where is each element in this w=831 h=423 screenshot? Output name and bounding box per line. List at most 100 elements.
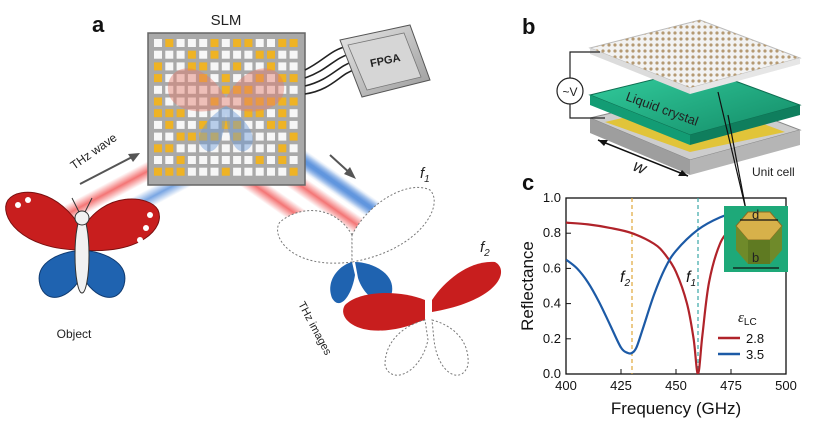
slm-pixel: [221, 74, 230, 83]
f1-marker-label: f1: [686, 269, 696, 289]
slm-pixel: [187, 97, 196, 106]
slm-pixel: [278, 85, 287, 94]
y-axis-label: Reflectance: [518, 241, 537, 331]
slm-pixel: [176, 156, 185, 164]
slm-pixel: [187, 156, 196, 164]
slm-pixel: [255, 62, 264, 71]
slm-pixel: [199, 50, 208, 59]
slm-pixel: [176, 74, 185, 83]
slm-pixel: [278, 62, 287, 71]
slm-pixel: [278, 97, 287, 106]
slm-pixel: [187, 120, 196, 129]
slm-pixel: [165, 74, 174, 83]
x-tick-label: 475: [720, 378, 742, 393]
inset-d-label: d: [752, 207, 759, 222]
slm-pixel: [199, 62, 208, 71]
slm-pixel: [165, 156, 174, 164]
inset-b-label: b: [752, 250, 759, 265]
slm-pixel: [267, 144, 275, 153]
slm-pixel: [154, 132, 162, 141]
slm-pixel: [278, 167, 287, 176]
reflected-arrow-icon: [329, 154, 356, 179]
slm-pixel: [165, 85, 174, 94]
slm-pixel: [289, 97, 298, 106]
slm-pixel: [221, 85, 230, 94]
slm-pixel: [176, 109, 185, 118]
slm-pixel: [244, 74, 253, 83]
slm-pixel: [244, 132, 253, 141]
slm-pixel: [199, 39, 208, 47]
slm-pixel: [165, 50, 174, 59]
slm-pixel: [233, 50, 242, 59]
slm-pixel: [199, 156, 208, 164]
y-tick-label: 0.0: [543, 366, 561, 381]
slm-pixel: [233, 74, 242, 83]
slm-pixel: [233, 39, 242, 47]
slm-pixel: [221, 132, 230, 141]
slm-pixel: [221, 62, 230, 71]
slm-pixel: [187, 144, 196, 153]
slm-pixel: [278, 144, 287, 153]
slm-pixel: [165, 97, 174, 106]
slm-pixel: [244, 39, 253, 47]
slm-pixel: [221, 156, 230, 164]
slm-pixel: [244, 144, 253, 153]
slm-pixel: [289, 50, 298, 59]
slm-pixel: [244, 85, 253, 94]
slm-pixel: [210, 167, 219, 176]
slm-device: SLM: [147, 12, 306, 186]
f1-image-butterfly: f1: [277, 165, 435, 304]
slm-pixel: [267, 156, 275, 164]
slm-label: SLM: [211, 12, 242, 29]
slm-pixel: [199, 120, 208, 129]
slm-pixel: [289, 39, 298, 47]
slm-pixel: [255, 144, 264, 153]
slm-pixel: [233, 144, 242, 153]
slm-pixel: [210, 74, 219, 83]
unit-cell-leader: [717, 91, 747, 211]
w-label: w: [631, 156, 651, 179]
slm-pixel: [187, 132, 196, 141]
slm-pixel: [154, 167, 162, 176]
slm-pixel: [244, 120, 253, 129]
x-tick-label: 500: [775, 378, 797, 393]
slm-pixel: [255, 132, 264, 141]
slm-pixel: [233, 167, 242, 176]
slm-pixel: [210, 144, 219, 153]
slm-pixel: [165, 144, 174, 153]
slm-pixel: [165, 167, 174, 176]
slm-pixel: [210, 39, 219, 47]
slm-pixel: [278, 132, 287, 141]
slm-pixel: [278, 74, 287, 83]
slm-pixel: [289, 167, 298, 176]
slm-pixel: [221, 97, 230, 106]
y-tick-label: 0.2: [543, 331, 561, 346]
y-tick-label: 0.4: [543, 296, 561, 311]
slm-pixel: [289, 132, 298, 141]
slm-pixel: [199, 167, 208, 176]
x-tick-label: 400: [555, 378, 577, 393]
slm-pixel: [255, 39, 264, 47]
slm-pixel: [233, 132, 242, 141]
slm-pixel: [154, 156, 162, 164]
f1-image-label: f1: [420, 165, 430, 185]
slm-pixel: [255, 156, 264, 164]
x-tick-label: 450: [665, 378, 687, 393]
slm-pixel: [221, 109, 230, 118]
slm-pixel: [176, 120, 185, 129]
slm-pixel: [255, 50, 264, 59]
object-butterfly: Object: [5, 191, 160, 341]
slm-pixel: [244, 167, 253, 176]
slm-pixel: [255, 85, 264, 94]
legend-label-2.8: 2.8: [746, 331, 764, 346]
slm-pixel: [221, 39, 230, 47]
slm-pixel: [210, 132, 219, 141]
slm-pixel: [233, 109, 242, 118]
slm-pixel: [154, 74, 162, 83]
slm-pixel: [210, 85, 219, 94]
voltage-source-label: ~V: [562, 85, 577, 99]
slm-pixel: [210, 50, 219, 59]
slm-pixel: [187, 50, 196, 59]
slm-pixel: [199, 132, 208, 141]
